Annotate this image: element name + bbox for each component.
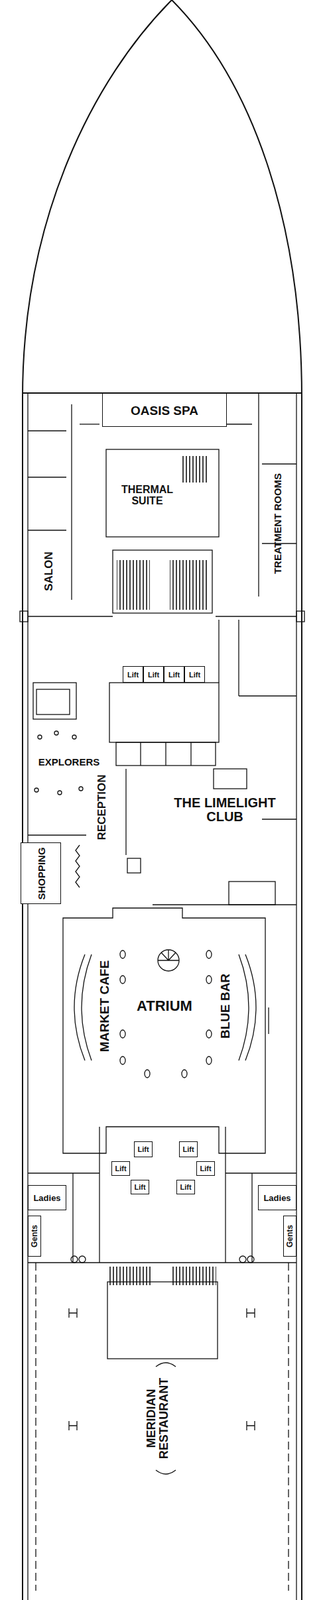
room-box: Lift [179, 1142, 198, 1159]
room-label: Lift [147, 671, 160, 679]
area-label: SALON [43, 551, 56, 592]
area-label: RECEPTION [96, 774, 109, 841]
room-box: Ladies [27, 1185, 67, 1212]
room-label: Lift [114, 1165, 127, 1174]
room-label: SHOPPING [35, 847, 46, 901]
room-box: Gents [27, 1216, 42, 1258]
room-label: Lift [137, 1146, 149, 1155]
room-label: OASIS SPA [130, 403, 199, 417]
area-label: MERIDIAN RESTAURANT [145, 1376, 171, 1463]
room-label: Lift [189, 671, 201, 679]
room-box: Lift [133, 1142, 153, 1159]
room-box: Lift [111, 1162, 130, 1177]
room-label: Lift [199, 1165, 211, 1174]
room-box: Lift [176, 1180, 195, 1196]
room-box: SHOPPING [20, 842, 62, 905]
room-label: Gents [285, 1225, 294, 1249]
room-box: OASIS SPA [102, 393, 227, 428]
room-box: Lift [130, 1180, 150, 1196]
area-label: THERMAL SUITE [114, 484, 181, 508]
room-box: Lift [143, 666, 164, 684]
area-label: ATRIUM [136, 998, 193, 1015]
area-label: EXPLORERS [38, 757, 101, 769]
room-box: Lift [122, 666, 144, 684]
room-label: Lift [127, 671, 139, 679]
room-box: Lift [184, 666, 205, 684]
room-label: Lift [179, 1184, 192, 1192]
room-label: Gents [30, 1225, 39, 1249]
room-box: Lift [196, 1162, 215, 1177]
room-label: Ladies [33, 1194, 61, 1204]
room-box: Lift [163, 666, 185, 684]
area-label: BLUE BAR [218, 974, 233, 1040]
area-label: MARKET CAFE [98, 961, 112, 1053]
area-label: THE LIMELIGHT CLUB [163, 796, 287, 825]
room-label: Ladies [263, 1194, 291, 1204]
room-label: Lift [182, 1146, 194, 1155]
room-label: Lift [133, 1184, 146, 1192]
area-label: TREATMENT ROOMS [272, 473, 284, 575]
room-box: Gents [283, 1216, 297, 1258]
room-label: Lift [168, 671, 180, 679]
room-box: Ladies [258, 1185, 297, 1212]
